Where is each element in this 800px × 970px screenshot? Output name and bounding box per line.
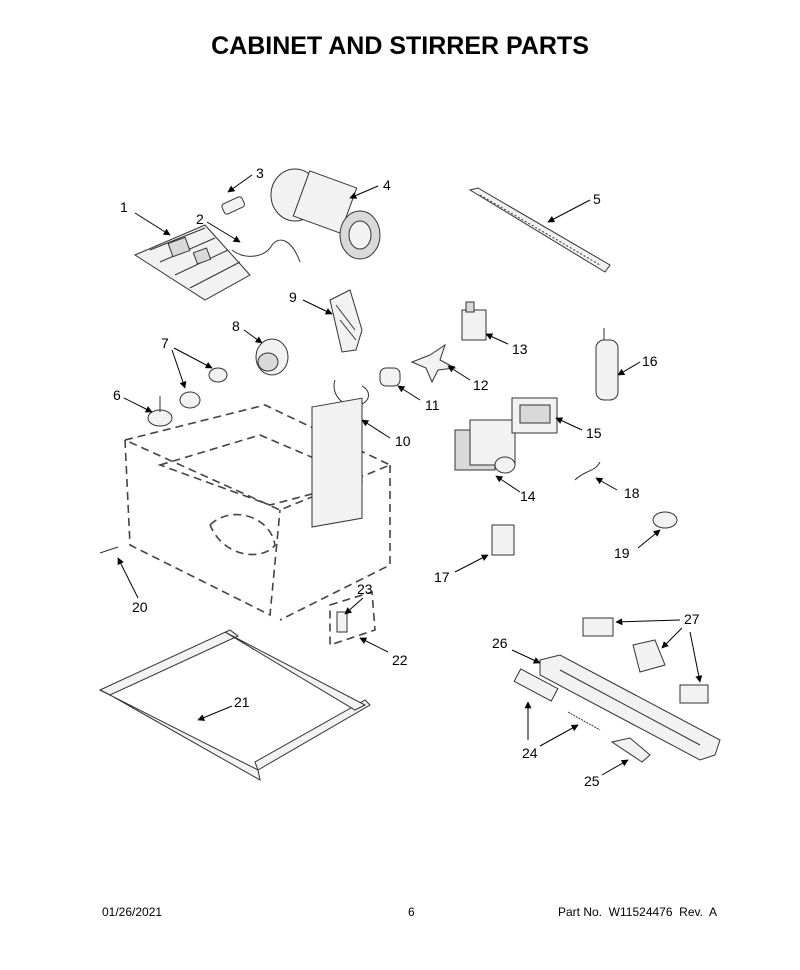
- hv-fuse: [574, 461, 601, 481]
- stirrer-motor: [461, 301, 487, 341]
- door-lever: [610, 737, 651, 763]
- callout-26: 26: [492, 635, 508, 651]
- leader-lines: [117, 174, 703, 776]
- callout-23: 23: [357, 581, 373, 597]
- callout-20: 20: [132, 599, 148, 615]
- callout-4: 4: [383, 177, 391, 193]
- page-title: CABINET AND STIRRER PARTS: [211, 32, 589, 60]
- callout-6: 6: [113, 387, 121, 403]
- callout-8: 8: [232, 318, 240, 334]
- callout-5: 5: [593, 191, 601, 207]
- mounting-bracket: [329, 289, 363, 353]
- callout-25: 25: [584, 773, 600, 789]
- footer-page-number: 6: [408, 905, 415, 919]
- stirrer-blade: [410, 343, 457, 384]
- callout-3: 3: [256, 165, 264, 181]
- fan-motor: [270, 168, 381, 260]
- callout-19: 19: [614, 545, 630, 561]
- interlock-switch: [582, 617, 709, 704]
- callout-numbers: 1 2 3 4 5 6 7 8 9 10 11 12 13 14 15 16 1…: [113, 165, 700, 789]
- callout-18: 18: [624, 485, 640, 501]
- callout-22: 22: [392, 652, 408, 668]
- callout-12: 12: [473, 377, 489, 393]
- callout-7: 7: [161, 335, 169, 351]
- callout-21: 21: [234, 694, 250, 710]
- cabinet: [122, 397, 392, 647]
- callout-17: 17: [434, 569, 450, 585]
- latch-bracket: [539, 654, 721, 761]
- callout-16: 16: [642, 353, 658, 369]
- callout-14: 14: [520, 488, 536, 504]
- callout-15: 15: [586, 425, 602, 441]
- callout-24: 24: [522, 745, 538, 761]
- latch: [513, 668, 601, 731]
- control-board: [133, 224, 251, 301]
- lamp: [336, 611, 348, 633]
- wire-harness: [231, 239, 301, 263]
- bushing: [379, 367, 401, 387]
- callout-11: 11: [425, 397, 440, 413]
- fuse: [221, 196, 246, 215]
- callout-27: 27: [684, 611, 700, 627]
- magnetron: [454, 419, 516, 474]
- thermostat: [179, 367, 228, 409]
- callout-13: 13: [512, 341, 528, 357]
- hv-capacitor: [595, 328, 619, 401]
- vent-grille: [468, 187, 611, 273]
- thermal-cutout: [147, 396, 173, 427]
- callout-1: 1: [120, 199, 128, 215]
- footer-part-number: Part No. W11524476 Rev. A: [558, 905, 717, 919]
- callout-2: 2: [196, 211, 204, 227]
- screw: [99, 546, 119, 554]
- callout-10: 10: [395, 433, 411, 449]
- thermal-fuse: [652, 511, 678, 529]
- hv-diode: [491, 524, 515, 556]
- capacitor: [255, 338, 289, 376]
- callout-9: 9: [289, 289, 297, 305]
- frame-rail: [98, 629, 371, 781]
- transformer: [511, 397, 558, 434]
- footer-date: 01/26/2021: [102, 905, 163, 919]
